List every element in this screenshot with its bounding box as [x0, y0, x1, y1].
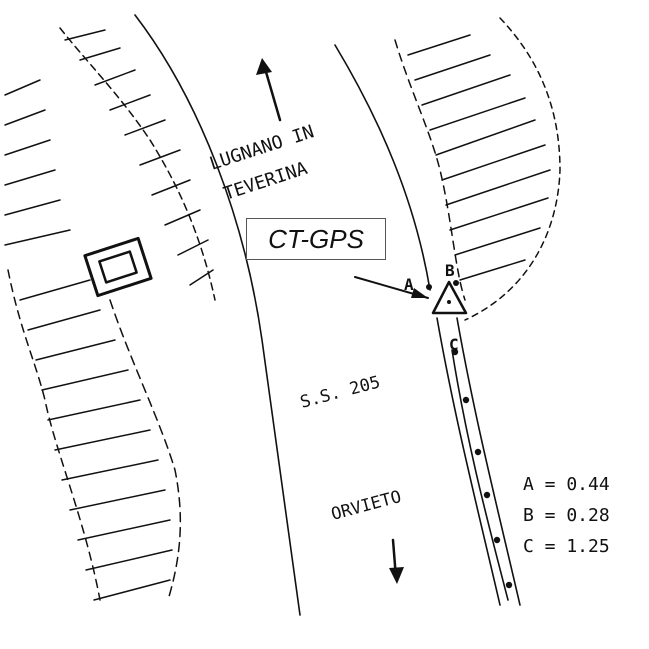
station-label: CT-GPS	[268, 223, 364, 254]
left-hill-slope	[4, 27, 216, 601]
square-building-icon	[83, 236, 153, 298]
road-ss205	[134, 14, 431, 616]
triangle-marker-icon	[426, 280, 468, 315]
side-track	[436, 317, 521, 606]
arrow-up-icon	[256, 58, 282, 122]
point-c-label: C	[449, 335, 459, 354]
right-hill-slope	[394, 17, 561, 321]
legend-a: A = 0.44	[523, 474, 610, 495]
track-dots	[451, 348, 513, 589]
station-label-box: CT-GPS	[246, 218, 386, 260]
road-name-label: S.S. 205	[298, 372, 382, 413]
legend-b: B = 0.28	[523, 505, 610, 526]
south-destination-label: ORVIETO	[329, 487, 403, 525]
legend: A = 0.44 B = 0.28 C = 1.25	[523, 474, 610, 557]
legend-c: C = 1.25	[523, 536, 610, 557]
point-a-label: A	[404, 275, 414, 294]
station-pointer-arrow	[354, 276, 429, 299]
point-b-label: B	[445, 261, 455, 280]
arrow-down-icon	[389, 538, 404, 584]
